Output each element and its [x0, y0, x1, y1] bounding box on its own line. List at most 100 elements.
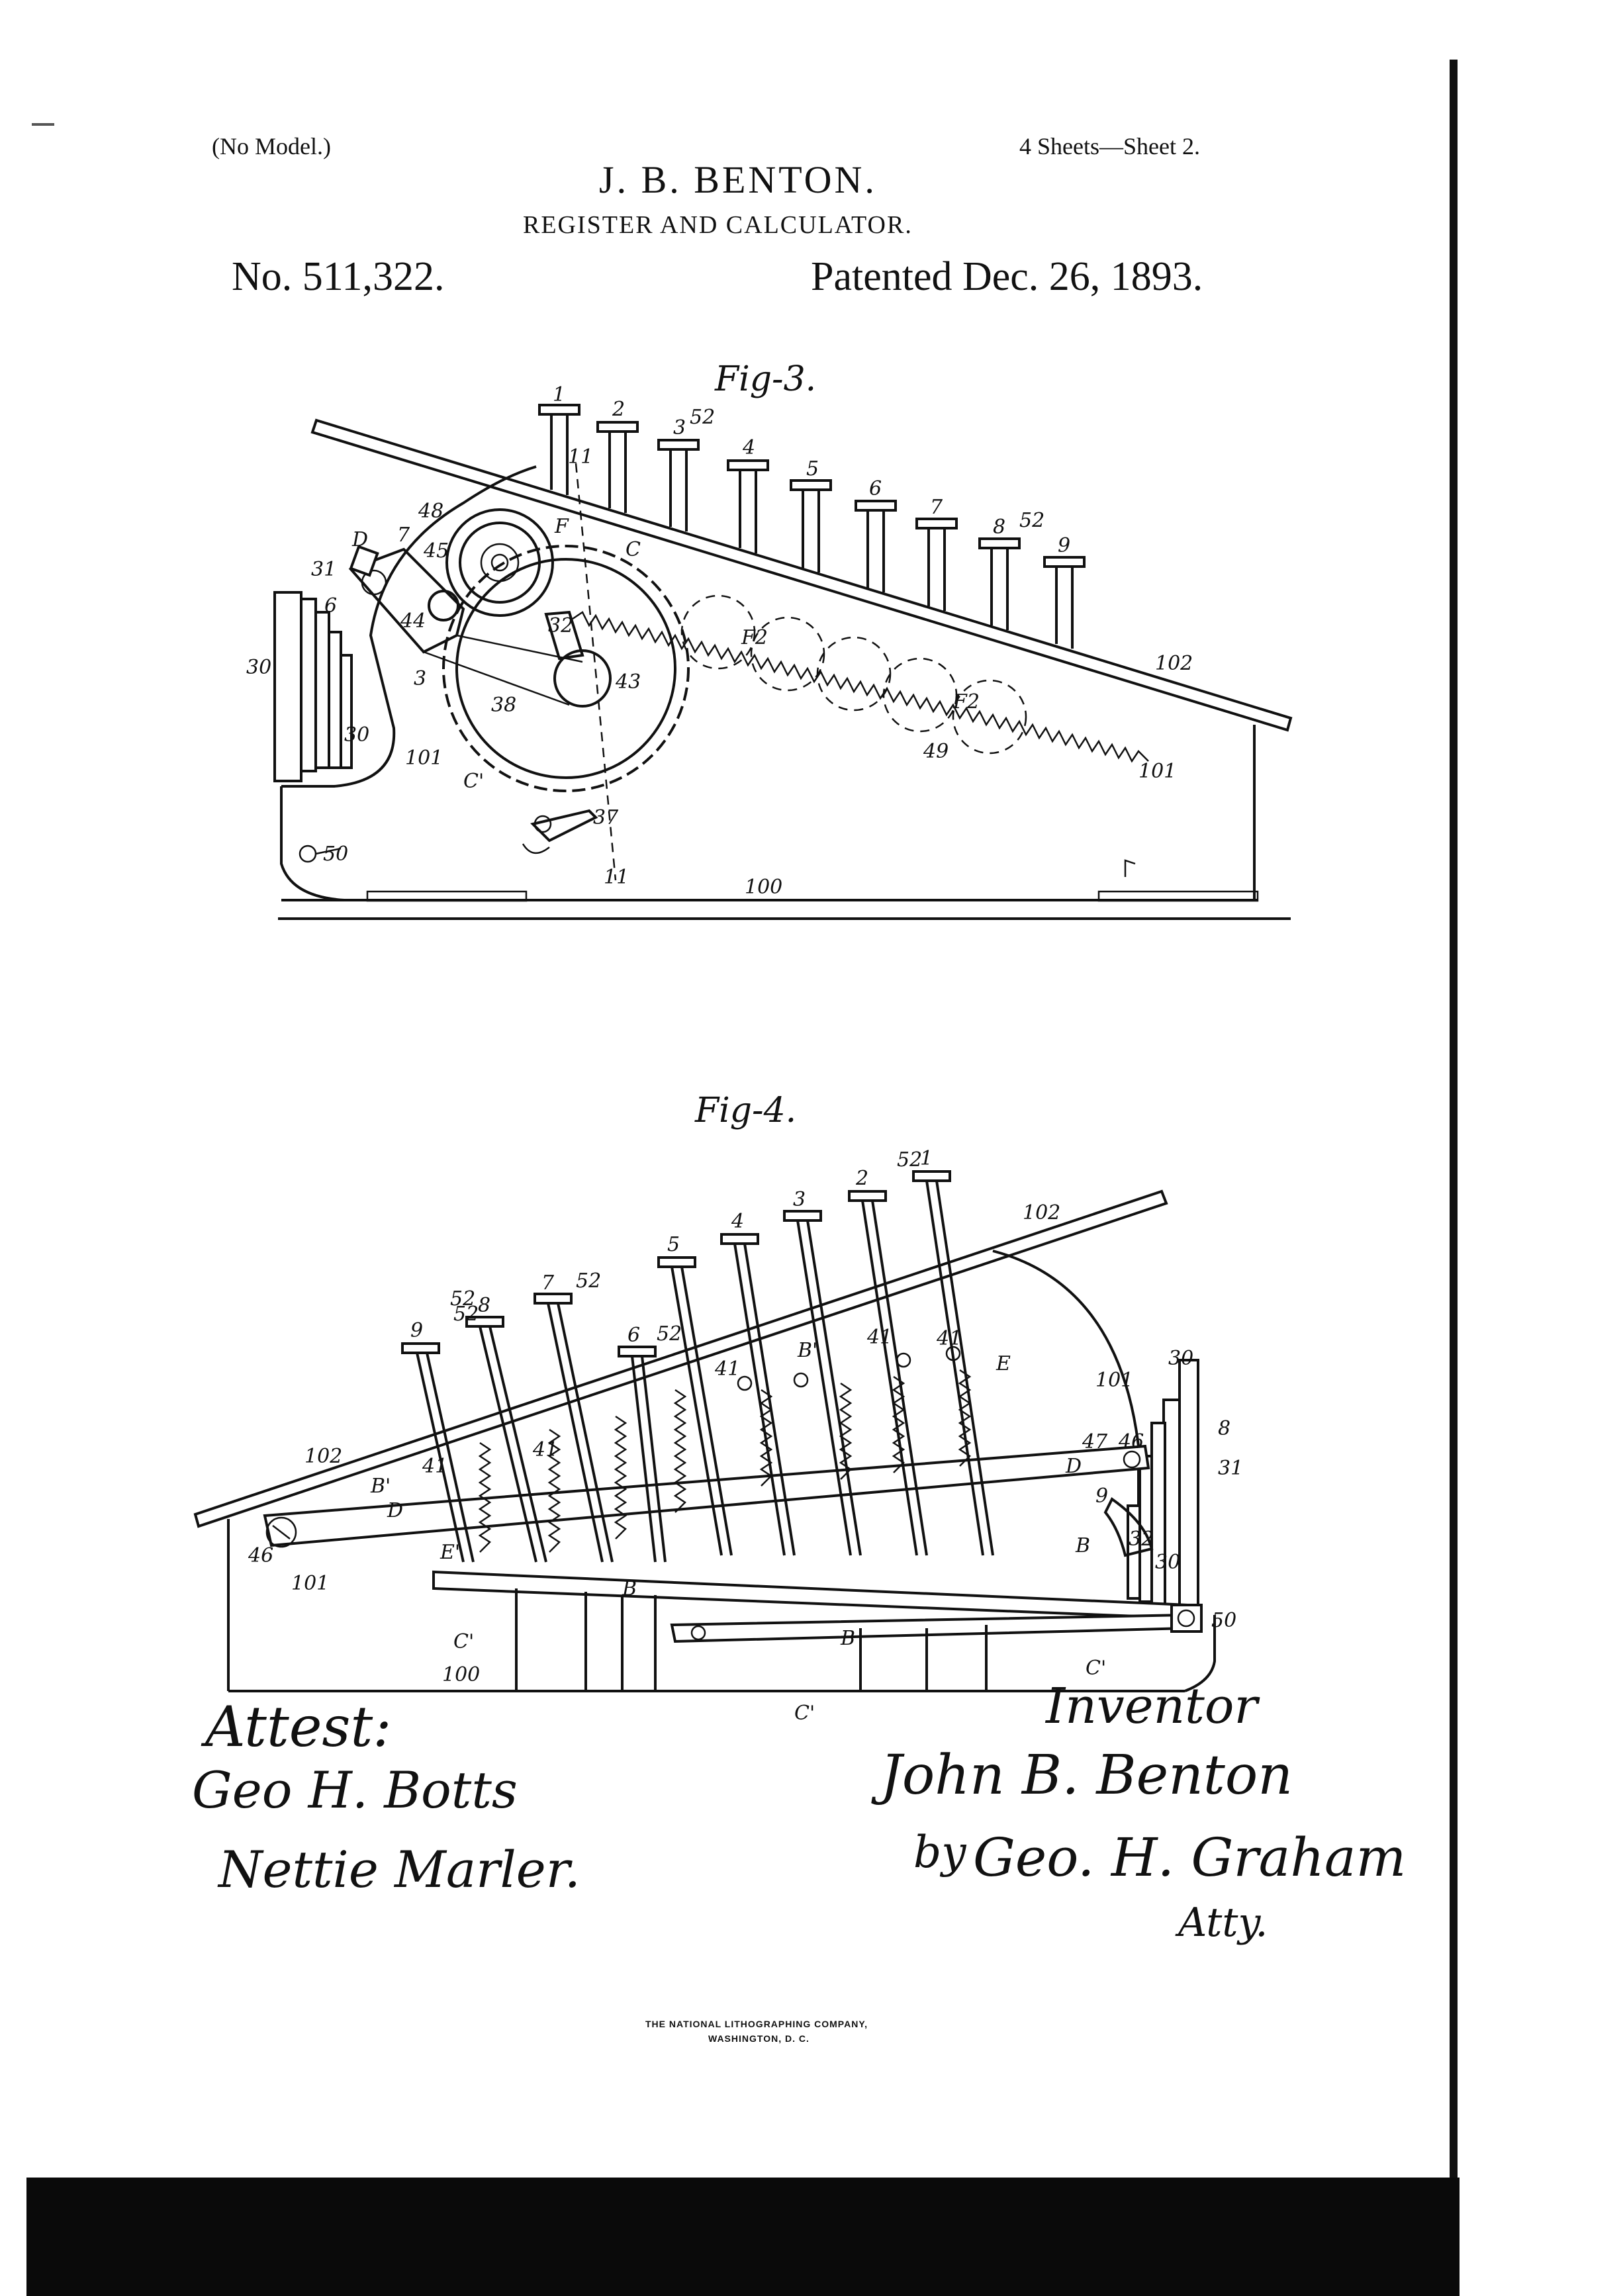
fig3-section-line: [575, 463, 617, 881]
fig3-foot-left: [366, 890, 528, 902]
fig4-ref-label: 46: [248, 1544, 273, 1567]
fig3-gear-wheel: [442, 545, 690, 792]
figure-3: Fig-3.: [246, 359, 1293, 920]
fig3-side-frame: [280, 465, 537, 901]
inventor-signature: John B. Benton: [880, 1744, 1293, 1807]
printer-imprint-line-2: WASHINGTON, D. C.: [708, 2033, 810, 2044]
fig3-ref-label: 101: [1138, 760, 1176, 783]
fig4-ref-label: B': [370, 1475, 391, 1498]
fig3-ref-label: 37: [593, 806, 619, 829]
fig4-ref-label: C': [1086, 1657, 1106, 1680]
fig3-ref-label: 48: [418, 500, 443, 523]
fig4-frame-ends: [227, 1519, 1216, 1692]
fig4-ref-label: 50: [1211, 1609, 1236, 1632]
fig3-ref-label: C': [463, 770, 484, 793]
attorney-label: Atty.: [1178, 1900, 1268, 1946]
fig4-ref-label: 52: [897, 1148, 922, 1171]
fig3-detent: [530, 809, 598, 843]
witness-signature-2: Nettie Marler.: [218, 1840, 580, 1899]
fig4-ref-label: 32: [1129, 1528, 1154, 1551]
fig3-ref-label: 50: [323, 843, 348, 866]
fig3-ref-label: 30: [344, 723, 369, 747]
fig4-ref-label: 31: [1218, 1457, 1243, 1480]
fig3-foot-right: [1097, 890, 1259, 902]
fig3-ref-label: F: [554, 515, 569, 538]
fig3-ref-label: 43: [615, 670, 641, 694]
inventor-name: J. B. BENTON.: [599, 158, 877, 201]
fig4-ref-labels: 9 8 7 6 5 4 3 2 1 52 52 52 52 52 102 102…: [248, 1147, 1243, 1725]
fig3-key-stems: [538, 404, 1086, 649]
fig4-ref-label: E': [440, 1541, 460, 1564]
fig4-ref-label: 30: [1155, 1551, 1180, 1574]
fig3-ref-label: 6: [324, 594, 337, 618]
fig4-ref-label: D: [1065, 1455, 1082, 1478]
figure-4: Fig-4.: [193, 1091, 1243, 1725]
fig3-ref-label: 102: [1155, 652, 1193, 675]
fig4-ref-label: 30: [1168, 1347, 1193, 1370]
fig4-ref-label: E: [996, 1352, 1011, 1375]
fig4-ref-label: B: [622, 1577, 637, 1600]
fig4-plate-stack: [1127, 1359, 1199, 1613]
fig3-ref-label: 44: [400, 610, 426, 633]
fig3-ref-label: 11: [604, 866, 629, 889]
fig3-hub: [553, 649, 612, 708]
fig4-ref-label: 8: [1218, 1417, 1230, 1440]
fig4-ref-label: B': [797, 1339, 817, 1362]
fig4-cam: [1103, 1497, 1154, 1557]
fig3-ref-label: 49: [923, 740, 949, 763]
inventor-label: Inventor: [1046, 1678, 1258, 1735]
fig4-ref-label: 101: [291, 1572, 329, 1595]
fig3-ref-label: F2: [952, 690, 980, 713]
patent-date: Patented Dec. 26, 1893.: [811, 254, 1203, 299]
scan-mark: [32, 123, 54, 126]
fig4-ref-label: 41: [866, 1326, 892, 1349]
fig3-ref-label: 31: [311, 558, 336, 581]
fig3-key-number: 8: [993, 516, 1005, 539]
fig3-lever: [348, 547, 465, 654]
fig3-ref-label: 32: [548, 614, 573, 637]
sheet-count: 4 Sheets—Sheet 2.: [1019, 133, 1200, 160]
fig4-ref-label: 52: [576, 1269, 601, 1293]
fig4-ref-label: 100: [442, 1663, 480, 1686]
fig3-key-number: 6: [869, 477, 882, 500]
fig4-pins: [737, 1346, 961, 1391]
fig4-ref-label: C': [453, 1630, 474, 1653]
fig3-ref-label: 11: [568, 445, 593, 469]
fig3-ref-label: C: [626, 538, 641, 561]
fig4-ref-label: 102: [1023, 1201, 1060, 1224]
fig4-ref-label: 41: [714, 1357, 740, 1381]
fig3-ref-label: 7: [397, 524, 410, 547]
fig3-key-number: 5: [806, 457, 819, 481]
fig4-bar-b-lower: [670, 1613, 1189, 1643]
fig3-key-number: 1: [553, 383, 565, 406]
fig3-upper-disc: [445, 508, 554, 617]
fig3-spring: [572, 611, 1149, 763]
fig4-key-stems: [401, 1170, 994, 1563]
fig4-ref-label: C': [794, 1702, 815, 1725]
fig4-bar-b-upper: [432, 1570, 1189, 1620]
fig4-ref-label: B: [1075, 1534, 1090, 1557]
fig4-ref-label: 52: [453, 1303, 479, 1326]
fig3-ref-label: 52: [690, 406, 715, 429]
scan-edge-bottom: [26, 2178, 1460, 2296]
fig4-ref-label: 52: [450, 1287, 475, 1310]
fig3-spring-hook: [1124, 859, 1136, 877]
fig4-key-number: 1: [920, 1147, 933, 1170]
invention-title: REGISTER AND CALCULATOR.: [523, 211, 913, 239]
fig4-key-number: 7: [541, 1271, 555, 1295]
fig4-key-number: 8: [478, 1294, 490, 1317]
fig3-key-number: 7: [930, 496, 943, 519]
attest-label: Attest:: [205, 1694, 392, 1759]
fig4-key-number: 6: [627, 1324, 640, 1347]
fig4-side-arc: [992, 1250, 1140, 1522]
fig3-ref-label: 38: [491, 694, 516, 717]
figure-4-label: Fig-4.: [694, 1091, 796, 1130]
witness-signature-1: Geo H. Botts: [192, 1761, 518, 1819]
fig3-key-number: 3: [673, 416, 686, 439]
fig4-key-number: 2: [855, 1167, 868, 1190]
fig4-ref-label: 9: [1095, 1485, 1108, 1508]
fig3-top-plate: [310, 418, 1293, 732]
fig3-key-number: 9: [1058, 534, 1070, 557]
fig3-bracket: [544, 610, 584, 661]
fig4-ref-label: 41: [532, 1438, 558, 1461]
